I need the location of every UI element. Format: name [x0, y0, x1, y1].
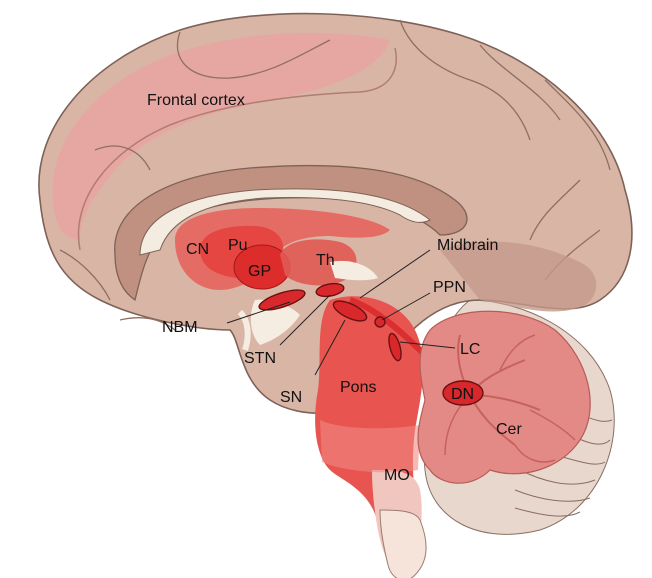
label-sn: SN — [280, 389, 302, 406]
label-dn: DN — [451, 386, 474, 403]
label-pons: Pons — [340, 379, 376, 396]
ppn-nucleus — [375, 317, 385, 327]
label-frontal-cortex: Frontal cortex — [147, 92, 245, 109]
label-lc: LC — [460, 341, 480, 358]
label-stn: STN — [244, 350, 276, 367]
label-pu: Pu — [228, 237, 248, 254]
label-nbm: NBM — [162, 319, 198, 336]
label-cer: Cer — [496, 421, 522, 438]
label-midbrain: Midbrain — [437, 237, 498, 254]
label-cn: CN — [186, 241, 209, 258]
label-mo: MO — [384, 467, 410, 484]
label-ppn: PPN — [433, 279, 466, 296]
label-th: Th — [316, 252, 335, 269]
label-gp: GP — [248, 263, 271, 280]
